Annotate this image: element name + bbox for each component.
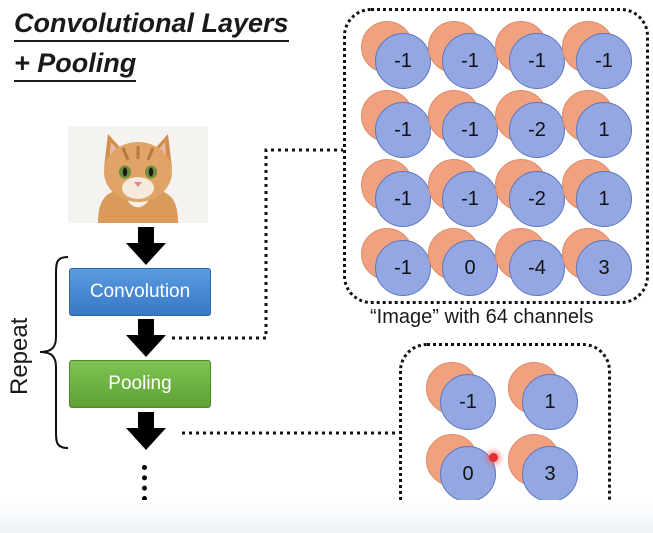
channel-cell: -1 (361, 159, 441, 229)
down-arrow-icon (126, 319, 166, 357)
channel-cell: -1 (361, 90, 441, 160)
channel-cell: -1 (428, 159, 508, 229)
connector-line (182, 431, 402, 435)
channel-cell: -1 (428, 21, 508, 91)
channel-cell: -1 (562, 21, 642, 91)
channel-cell: -2 (495, 90, 575, 160)
channel-cell: -1 (361, 228, 441, 298)
feature-map-panel: -1 -1 -1 -1 -1 -1 -2 1 -1 -1 -2 1 (343, 8, 649, 304)
channel-cell: 3 (562, 228, 642, 298)
pooling-block: Pooling (69, 360, 211, 408)
laser-pointer (489, 453, 498, 462)
kitten-image (68, 126, 208, 223)
channel-cell: 0 (428, 228, 508, 298)
channel-cell: -4 (495, 228, 575, 298)
channel-cell: 0 (426, 434, 506, 504)
channel-cell: -2 (495, 159, 575, 229)
continuation-dots (142, 465, 153, 501)
title-line-2: + Pooling (14, 46, 137, 82)
convolution-block: Convolution (69, 268, 211, 316)
feature-map-caption: “Image” with 64 channels (370, 306, 594, 328)
connector-line (172, 148, 346, 340)
title-line-1: Convolutional Layers (14, 6, 289, 42)
down-arrow-icon (126, 412, 166, 450)
down-arrow-icon (126, 227, 166, 265)
channel-cell: 1 (562, 159, 642, 229)
channel-cell: 1 (508, 362, 588, 432)
channel-cell: -1 (426, 362, 506, 432)
channel-cell: -1 (361, 21, 441, 91)
channel-cell: 1 (562, 90, 642, 160)
channel-cell: -1 (428, 90, 508, 160)
channel-cell: -1 (495, 21, 575, 91)
repeat-brace (39, 256, 69, 449)
video-bottom-strip (0, 500, 653, 533)
repeat-label: Repeat (6, 317, 33, 395)
channel-cell: 3 (508, 434, 588, 504)
